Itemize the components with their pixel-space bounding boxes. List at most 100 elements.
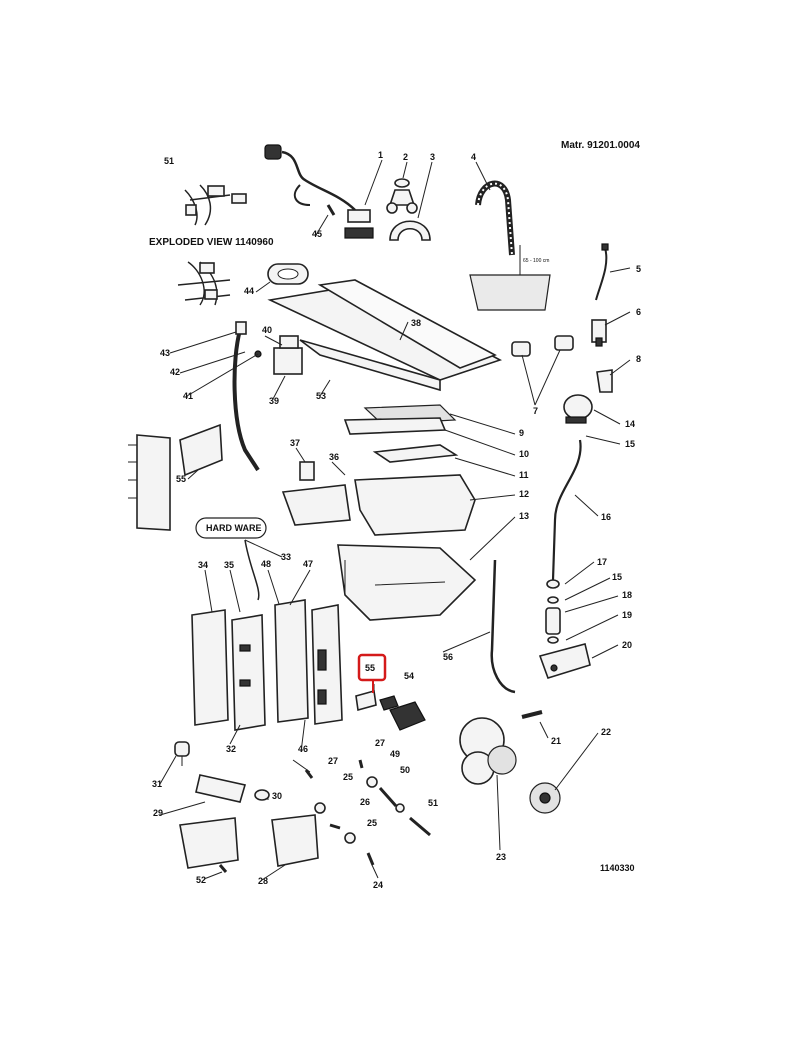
callout-2: 2 [403,152,408,162]
highlight-label-55: 55 [365,663,375,673]
callout-25-bottom: 25 [367,818,377,828]
clamp-wire-part [595,243,609,301]
callout-50: 50 [400,765,410,775]
callout-21: 21 [551,736,561,746]
callout-33: 33 [281,552,291,562]
callout-7: 7 [533,406,538,416]
air-trap-part [545,579,561,644]
heater-part [195,774,270,803]
y-piece-part [386,178,418,214]
callout-18: 18 [622,590,632,600]
callout-30: 30 [272,791,282,801]
highlight-box-55[interactable]: 55 [357,653,387,693]
callout-57: 56 [443,652,453,662]
drawer-cavity-part [337,544,477,621]
callout-10: 10 [519,449,529,459]
drain-pump-part [459,717,561,814]
grommet-part [267,263,309,285]
hose-height-note: 65 - 100 cm [523,258,549,264]
callout-31: 31 [152,779,162,789]
callout-4: 4 [471,152,476,162]
callout-14: 14 [625,419,635,429]
callout-44: 44 [244,286,254,296]
callout-1: 1 [378,150,383,160]
callout-47: 47 [303,559,313,569]
callout-3: 3 [430,152,435,162]
callout-41: 41 [183,391,193,401]
matr-code: Matr. 91201.0004 [561,140,640,151]
callout-42: 42 [170,367,180,377]
callout-8: 8 [636,354,641,364]
callout-49: 49 [390,749,400,759]
bracket-plate-part [179,423,223,477]
lamp-part [174,741,190,766]
callout-25-top: 25 [343,772,353,782]
callout-23: 23 [496,852,506,862]
callout-9: 9 [519,428,524,438]
callout-40: 40 [262,325,272,335]
wiring-harness-part [184,184,247,226]
fasteners-part [304,759,431,866]
capacitor-part [389,701,426,731]
callout-27-right: 27 [375,738,385,748]
screw-45-part [326,204,336,216]
board-two-part [274,599,343,725]
switch-6-part [591,319,607,347]
callout-24: 24 [373,880,383,890]
callout-labels: 51 1 2 3 4 5 6 7 8 9 10 11 12 13 14 15 1… [152,150,641,890]
callout-51: 51 [428,798,438,808]
callout-39: 39 [269,396,279,406]
callout-15-top: 15 [625,439,635,449]
control-board-part [191,609,266,731]
callout-36: 36 [329,452,339,462]
clip-8-part [596,369,613,393]
switch-block-part [254,335,303,375]
callout-27-left: 27 [328,756,338,766]
callout-5: 5 [636,264,641,274]
callout-20: 20 [622,640,632,650]
drain-hose-part: 65 - 100 cm [469,180,551,311]
part-55-drawing [355,684,399,712]
callout-34: 34 [198,560,208,570]
pump-connector-part [538,643,591,679]
lower-harness-part [177,261,231,306]
callout-48: 48 [261,559,271,569]
pin-21-part [521,710,543,719]
callout-56: 55 [176,474,186,484]
callout-6: 6 [636,307,641,317]
callout-46: 46 [298,744,308,754]
door-cable-part [232,321,260,472]
callout-29: 29 [153,808,163,818]
drawing-number: 1140330 [600,863,635,873]
callout-52: 52 [196,875,206,885]
hardware-wire-part: HARD WARE [195,517,267,601]
callout-12: 12 [519,489,529,499]
callout-17: 17 [597,557,607,567]
callout-26: 26 [360,797,370,807]
top-frame-part [267,279,503,392]
callout-19: 19 [622,610,632,620]
exploded-view-title: EXPLODED VIEW 1140960 [149,237,274,248]
side-panel-part [128,434,171,531]
callout-16: 16 [601,512,611,522]
dispenser-covers-part [343,404,459,463]
power-cord-part [264,144,374,239]
callout-11: 11 [519,470,529,480]
pressure-switch-part [563,394,593,424]
pressure-hose-part [551,439,582,581]
callout-22: 22 [601,727,611,737]
motor-part [179,814,319,873]
callout-53: 53 [316,391,326,401]
callout-55-right: 54 [404,671,414,681]
detergent-drawer-part [281,461,476,536]
callout-15-bottom: 15 [612,572,622,582]
callout-32: 32 [226,744,236,754]
hose-bracket-part [389,220,431,241]
cable-57-part [490,559,516,694]
callout-28: 28 [258,876,268,886]
callout-13: 13 [519,511,529,521]
hardware-label: HARD WARE [206,523,262,533]
callout-54: 51 [164,156,174,166]
knobs-part [511,335,574,357]
